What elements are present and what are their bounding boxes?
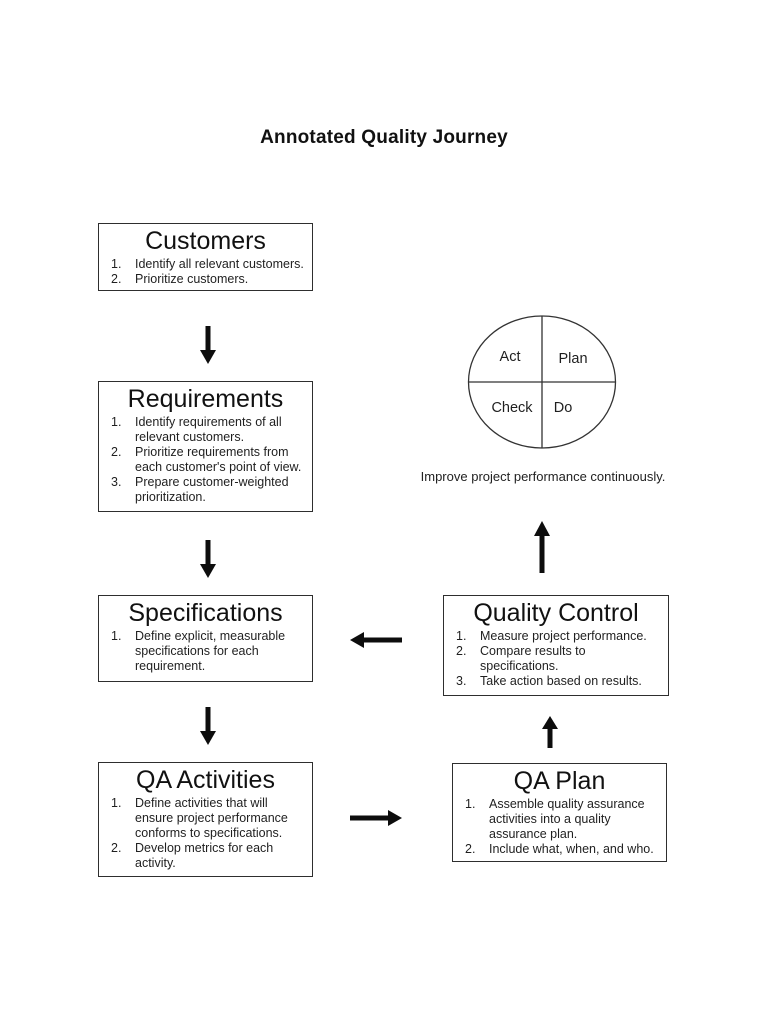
list-item: 1. Identify all relevant customers.: [111, 257, 306, 272]
list-number: 2.: [456, 644, 467, 658]
page-title: Annotated Quality Journey: [260, 127, 508, 148]
list-number: 1.: [111, 415, 122, 429]
pdca-circle-graphic: [467, 315, 617, 449]
pdca-check-label: Check: [491, 400, 533, 416]
list-item: 2. Include what, when, and who.: [465, 842, 660, 857]
box-requirements: Requirements 1. Identify requirements of …: [98, 381, 313, 512]
list-number: 1.: [456, 629, 467, 643]
pdca-circle: Act Plan Check Do: [466, 313, 618, 451]
arrow-up-quality-control-to-pdca: [534, 521, 550, 573]
list-item: 1. Define activities that will ensure pro…: [111, 796, 306, 841]
list-item: 2. Prioritize customers.: [111, 272, 306, 287]
list-number: 2.: [465, 842, 476, 856]
list-number: 3.: [111, 475, 122, 489]
box-customers: Customers 1. Identify all relevant custom…: [98, 223, 313, 291]
list-item-text: Prioritize customers.: [135, 272, 249, 286]
arrow-left-quality-control-to-specifications: [350, 632, 402, 648]
list-item: 3. Take action based on results.: [456, 674, 662, 689]
box-customers-list: 1. Identify all relevant customers. 2. Pri…: [99, 257, 312, 287]
box-qa-activities-list: 1. Define activities that will ensure pro…: [99, 796, 312, 871]
list-item-text: Prioritize requirements from each custom…: [135, 445, 302, 474]
list-item-text: Measure project performance.: [480, 629, 647, 643]
list-item-text: Take action based on results.: [480, 674, 642, 688]
list-item: 1. Define explicit, measurable specificat…: [111, 629, 306, 674]
box-quality-control: Quality Control 1. Measure project perfor…: [443, 595, 669, 696]
box-qa-activities-title: QA Activities: [136, 766, 275, 794]
box-qa-plan-title: QA Plan: [513, 767, 606, 795]
box-specifications: Specifications 1. Define explicit, measur…: [98, 595, 313, 682]
list-item: 2. Compare results to specifications.: [456, 644, 662, 674]
list-item-text: Include what, when, and who.: [489, 842, 654, 856]
list-number: 2.: [111, 272, 122, 286]
list-item-text: Compare results to specifications.: [480, 644, 586, 673]
list-item: 1. Identify requirements of all relevant …: [111, 415, 306, 445]
pdca-caption: Improve project performance continuously…: [420, 469, 666, 484]
list-number: 3.: [456, 674, 467, 688]
box-quality-control-title: Quality Control: [473, 599, 639, 627]
list-item-text: Identify requirements of all relevant cu…: [135, 415, 282, 444]
box-specifications-list: 1. Define explicit, measurable specificat…: [99, 629, 312, 674]
box-requirements-list: 1. Identify requirements of all relevant …: [99, 415, 312, 505]
list-number: 1.: [465, 797, 476, 811]
list-number: 2.: [111, 841, 122, 855]
box-qa-activities: QA Activities 1. Define activities that w…: [98, 762, 313, 877]
list-item: 2. Develop metrics for each activity.: [111, 841, 306, 871]
box-specifications-title: Specifications: [128, 599, 283, 627]
arrow-down-requirements-to-specifications: [200, 540, 216, 578]
arrow-down-specifications-to-qa-activities: [200, 707, 216, 745]
box-qa-plan-list: 1. Assemble quality assurance activities …: [453, 797, 666, 857]
list-number: 2.: [111, 445, 122, 459]
pdca-plan-label: Plan: [558, 351, 588, 367]
list-item: 3. Prepare customer-weighted prioritizati…: [111, 475, 306, 505]
pdca-act-label: Act: [499, 349, 521, 365]
list-item-text: Develop metrics for each activity.: [135, 841, 274, 870]
arrow-down-customers-to-requirements: [200, 326, 216, 364]
arrow-up-qa-plan-to-quality-control: [542, 716, 558, 748]
box-customers-title: Customers: [145, 227, 266, 255]
box-quality-control-list: 1. Measure project performance. 2. Compare…: [444, 629, 668, 689]
list-number: 1.: [111, 257, 122, 271]
list-item-text: Identify all relevant customers.: [135, 257, 304, 271]
box-qa-plan: QA Plan 1. Assemble quality assurance act…: [452, 763, 667, 862]
list-item: 1. Measure project performance.: [456, 629, 662, 644]
list-number: 1.: [111, 796, 122, 810]
arrow-right-qa-activities-to-qa-plan: [350, 810, 402, 826]
list-item-text: Define activities that will ensure proje…: [135, 796, 288, 840]
list-item-text: Prepare customer-weighted prioritization…: [135, 475, 289, 504]
list-item-text: Assemble quality assurance activities in…: [489, 797, 645, 841]
list-item: 2. Prioritize requirements from each cust…: [111, 445, 306, 475]
box-requirements-title: Requirements: [127, 385, 284, 413]
list-item-text: Define explicit, measurable specificatio…: [135, 629, 286, 673]
list-number: 1.: [111, 629, 122, 643]
list-item: 1. Assemble quality assurance activities …: [465, 797, 660, 842]
pdca-do-label: Do: [553, 400, 573, 416]
